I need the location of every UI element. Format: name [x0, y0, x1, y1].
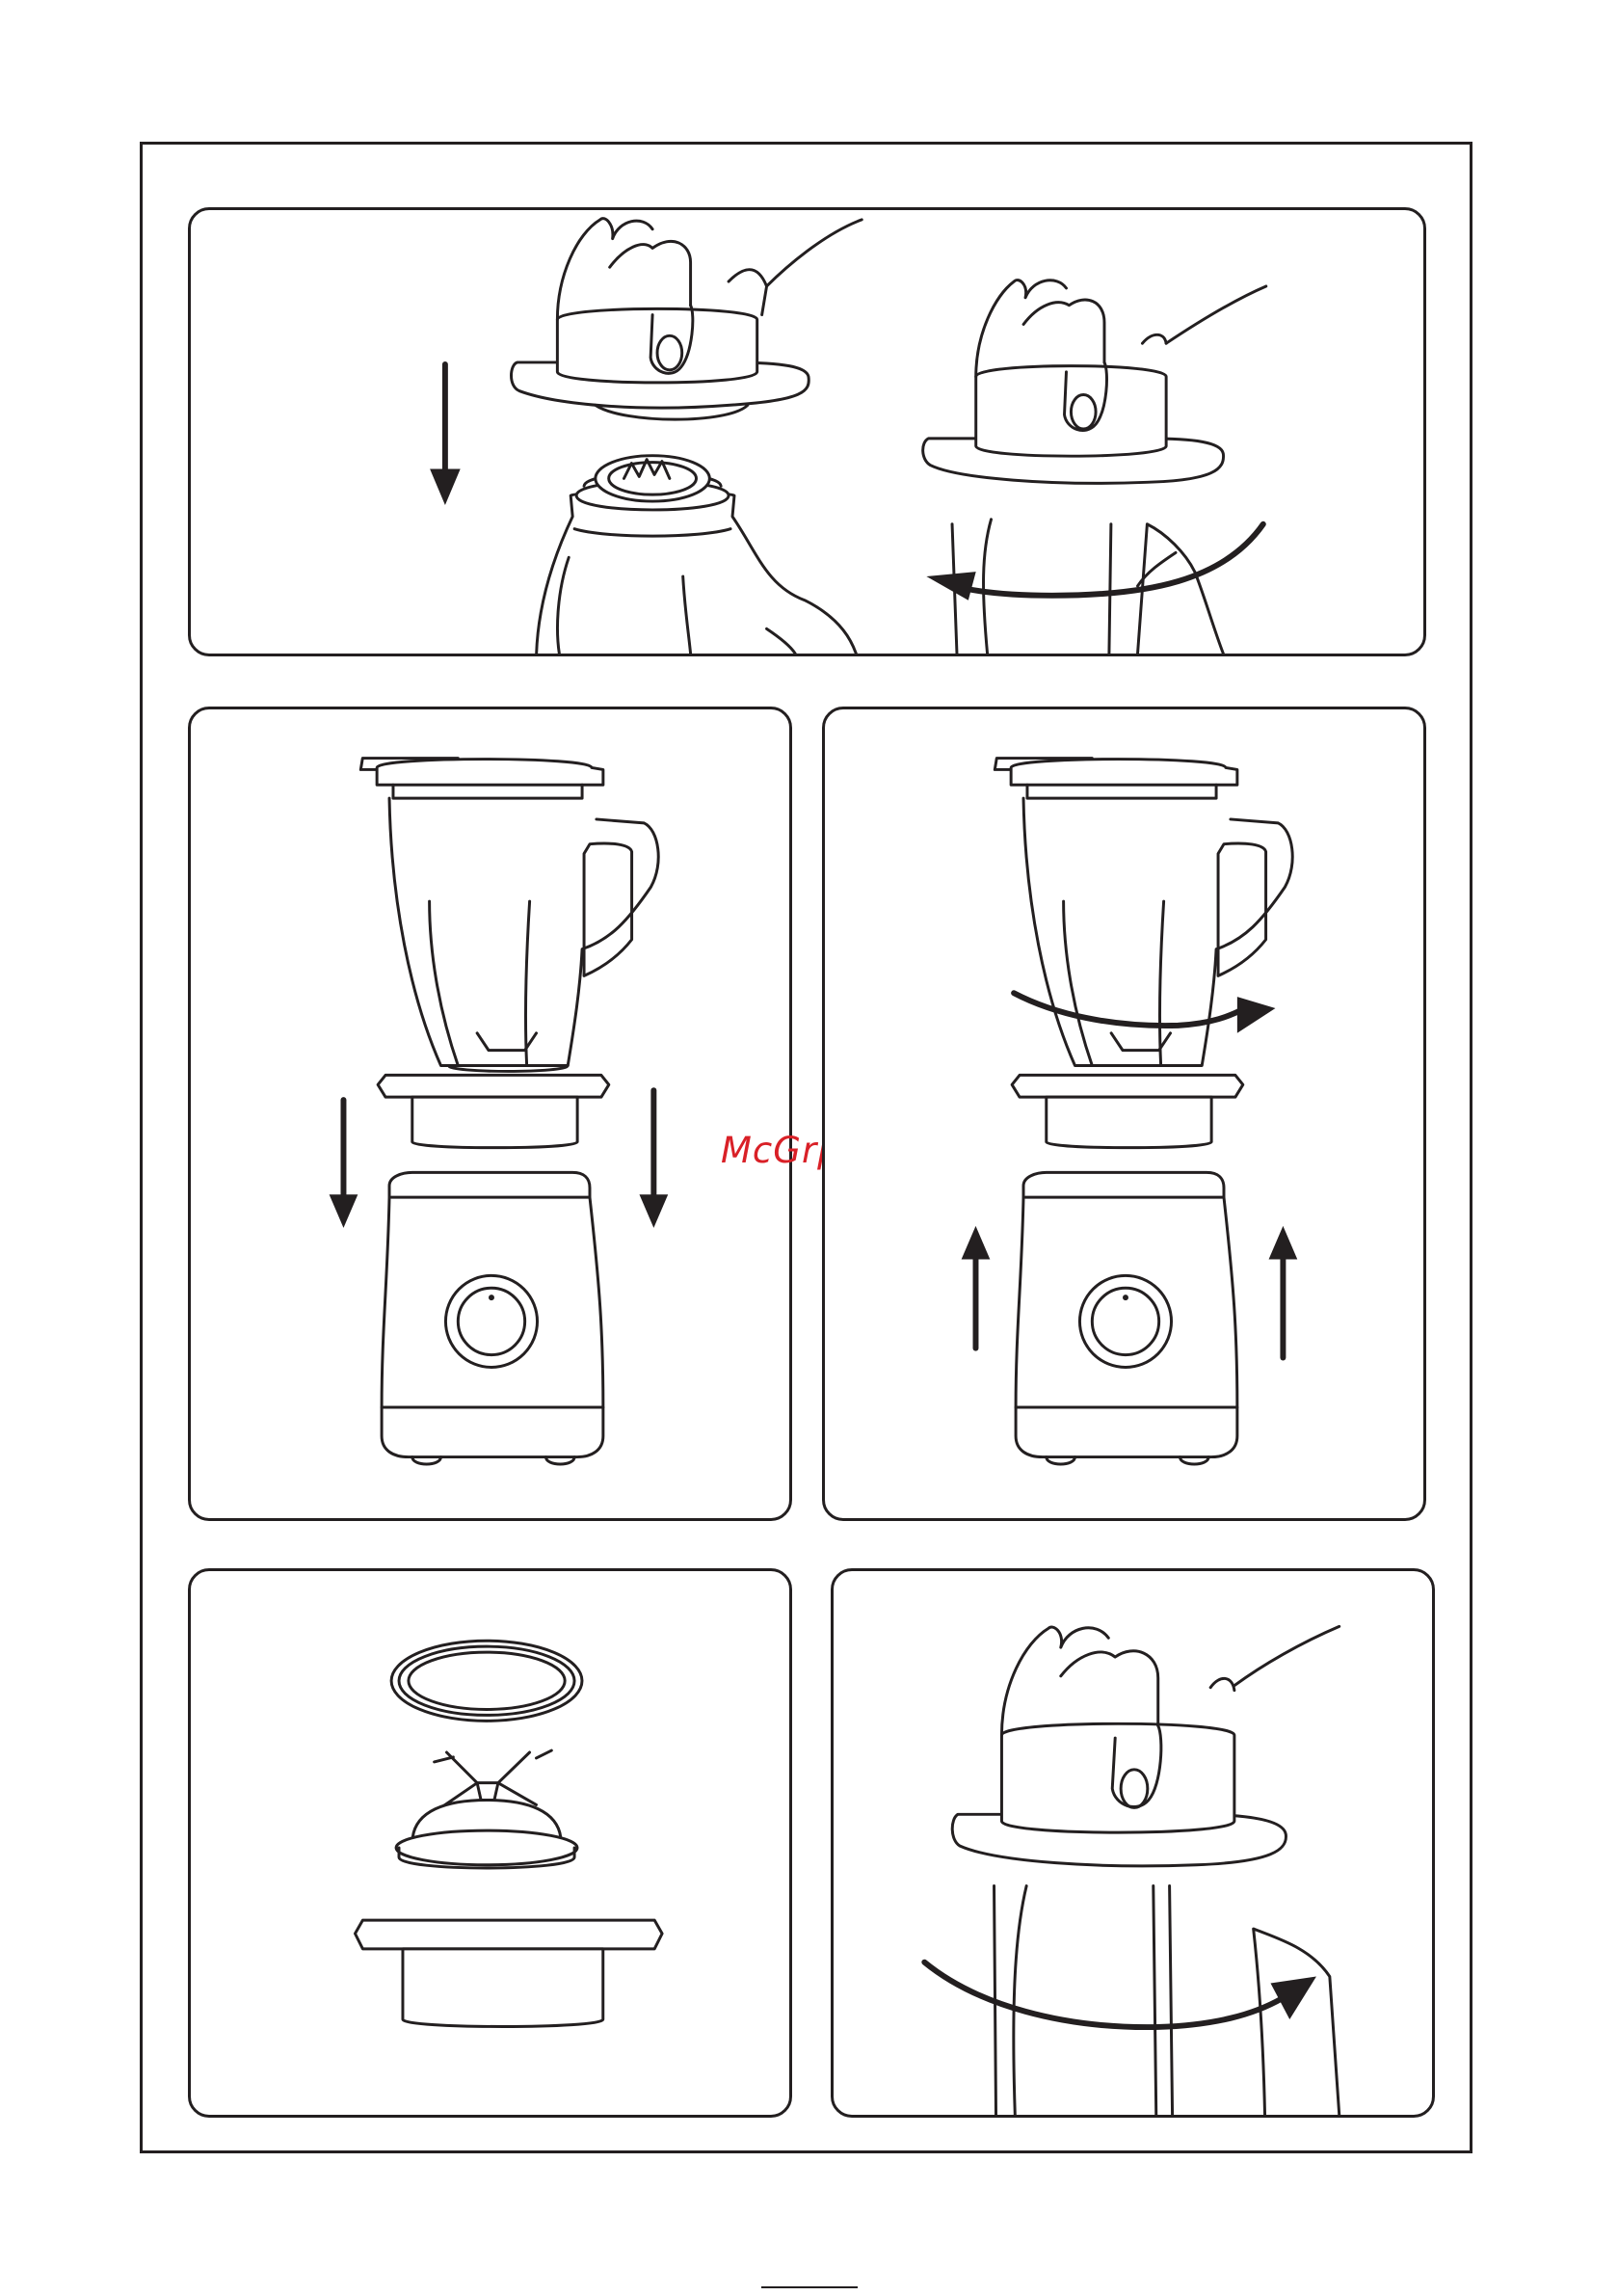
- down-arrow-icon: [430, 364, 461, 505]
- blade-unit-right: [923, 366, 1224, 484]
- down-arrow-icon-right: [640, 1090, 669, 1228]
- footer-mark: [761, 2286, 858, 2288]
- motor-base: [382, 1172, 603, 1464]
- illustration-exploded-parts: [191, 1571, 789, 2115]
- down-arrow-icon-left: [330, 1100, 358, 1228]
- up-arrow-icon-right: [1269, 1226, 1298, 1358]
- jar-right: [952, 520, 1223, 654]
- panel-step-5: [831, 1568, 1435, 2118]
- panel-step-3: [822, 707, 1426, 1521]
- blade-assembly: [396, 1750, 577, 1868]
- blade-collar: [378, 1075, 609, 1147]
- blender-jar: [360, 759, 658, 1072]
- illustration-twist-blade: [834, 1571, 1432, 2115]
- illustration-lower-jar: [191, 709, 789, 1518]
- jar-neck-left: [537, 456, 857, 654]
- seal-ring: [391, 1641, 582, 1721]
- blade-collar: [355, 1920, 662, 2026]
- panel-step-2: [188, 707, 792, 1521]
- panel-step-1: [188, 207, 1426, 656]
- rotate-right-arrow-icon: [1014, 993, 1275, 1033]
- illustration-lift-jar: [825, 709, 1423, 1518]
- motor-base: [1016, 1172, 1237, 1464]
- blade-unit: [952, 1723, 1286, 1866]
- blade-collar: [1012, 1075, 1243, 1147]
- panel-step-4: [188, 1568, 792, 2118]
- rotate-left-arrow-icon: [926, 524, 1262, 601]
- illustration-attach-blade: [191, 210, 1423, 654]
- up-arrow-icon-left: [962, 1226, 991, 1348]
